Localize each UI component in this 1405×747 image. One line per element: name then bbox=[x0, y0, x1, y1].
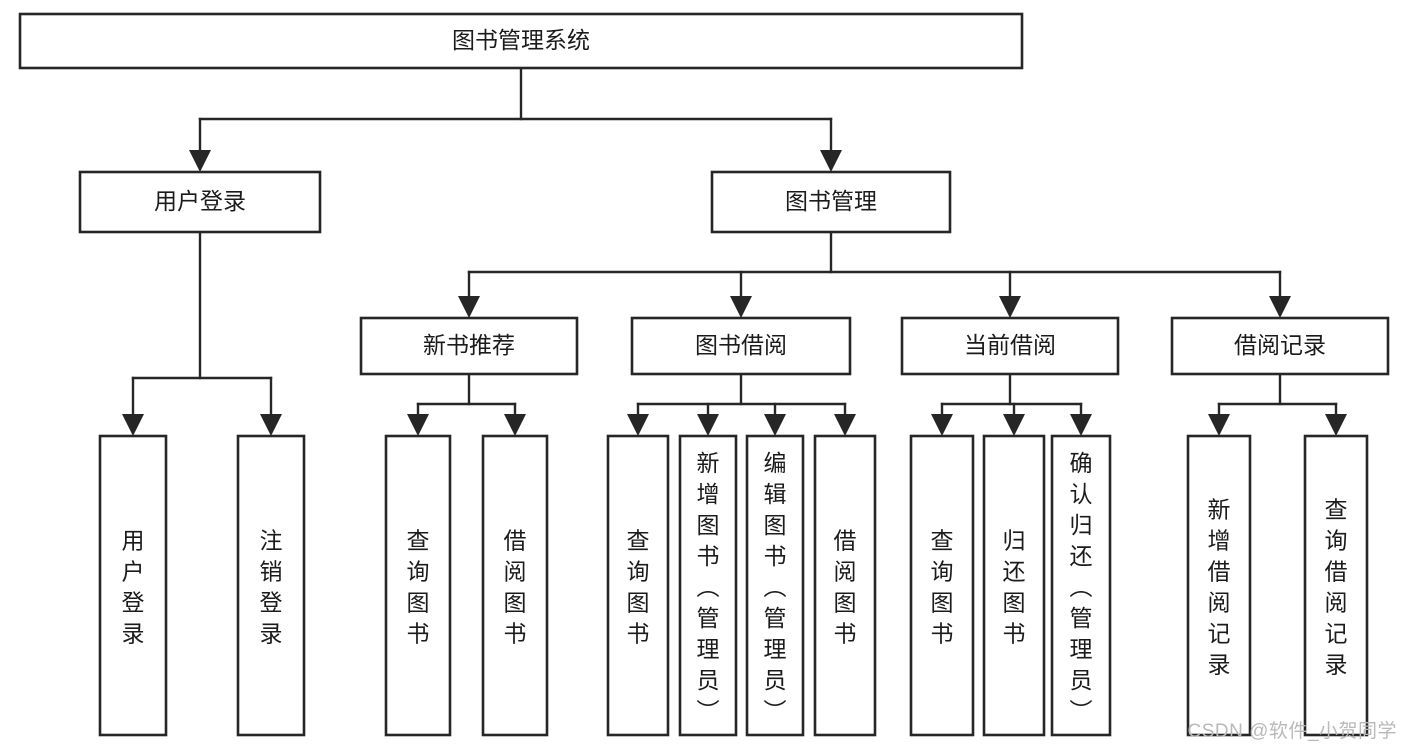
node-new-book-recommend-box bbox=[359, 316, 579, 376]
node-leaf-add-book-label: 新增图书︵管理员︶ bbox=[697, 450, 720, 724]
current-borrow-to-leaves-arrow-1 bbox=[1003, 414, 1025, 436]
node-leaf-borrow-book-b-label: 借阅图书 bbox=[834, 527, 857, 646]
node-user-login[interactable]: 用户登录 bbox=[78, 170, 322, 234]
node-leaf-edit-book-box bbox=[745, 434, 805, 737]
node-book-borrow[interactable]: 图书借阅 bbox=[630, 316, 852, 376]
node-new-book-recommend-label: 新书推荐 bbox=[423, 332, 515, 358]
node-book-borrow-label: 图书借阅 bbox=[695, 332, 787, 358]
root-to-level1-arrow-0 bbox=[189, 150, 211, 172]
book-manage-to-level2-arrow-2 bbox=[999, 296, 1021, 318]
node-leaf-confirm-return-label: 确认归还︵管理员︶ bbox=[1070, 450, 1093, 724]
node-leaf-add-book-box bbox=[678, 434, 738, 737]
node-new-book-recommend[interactable]: 新书推荐 bbox=[359, 316, 579, 376]
book-borrow-to-leaves-arrow-0 bbox=[627, 414, 649, 436]
connector-layer bbox=[122, 66, 1347, 436]
node-leaf-query-book-c-box bbox=[909, 434, 975, 737]
node-borrow-record-box bbox=[1170, 316, 1390, 376]
node-leaf-return-book-box bbox=[982, 434, 1046, 737]
node-leaf-query-borrow-record-box bbox=[1303, 434, 1369, 737]
node-borrow-record[interactable]: 借阅记录 bbox=[1170, 316, 1390, 376]
book-borrow-to-leaves-arrow-2 bbox=[764, 414, 786, 436]
node-leaf-user-logout-box bbox=[236, 434, 306, 737]
node-book-manage[interactable]: 图书管理 bbox=[710, 170, 952, 234]
new-book-recommend-to-leaves-arrow-0 bbox=[407, 414, 429, 436]
node-leaf-user-logout[interactable]: 注销登录 bbox=[236, 434, 306, 737]
node-leaf-query-borrow-record-label: 查询借阅记录 bbox=[1325, 496, 1348, 677]
node-leaf-query-book-b-box bbox=[606, 434, 670, 737]
node-book-borrow-box bbox=[630, 316, 852, 376]
node-leaf-confirm-return[interactable]: 确认归还︵管理员︶ bbox=[1050, 434, 1112, 737]
node-leaf-query-book-a-label: 查询图书 bbox=[407, 527, 430, 646]
node-leaf-user-login-label: 用户登录 bbox=[122, 527, 145, 646]
book-manage-to-level2-arrow-1 bbox=[730, 296, 752, 318]
node-root-图书管理系统[interactable]: 图书管理系统 bbox=[18, 12, 1024, 70]
node-user-login-label: 用户登录 bbox=[154, 188, 246, 214]
node-leaf-query-book-b-label: 查询图书 bbox=[627, 527, 650, 646]
node-root-图书管理系统-box bbox=[18, 12, 1024, 70]
book-borrow-to-leaves-arrow-1 bbox=[697, 414, 719, 436]
current-borrow-to-leaves-arrow-2 bbox=[1070, 414, 1092, 436]
node-leaf-confirm-return-box bbox=[1050, 434, 1112, 737]
node-leaf-user-logout-label: 注销登录 bbox=[260, 527, 283, 646]
borrow-record-to-leaves-arrow-0 bbox=[1208, 414, 1230, 436]
node-current-borrow-box bbox=[900, 316, 1120, 376]
node-leaf-edit-book-label: 编辑图书︵管理员︶ bbox=[764, 450, 787, 724]
node-leaf-borrow-book-a[interactable]: 借阅图书 bbox=[481, 434, 549, 737]
node-root-图书管理系统-label: 图书管理系统 bbox=[452, 27, 590, 53]
node-leaf-borrow-book-a-box bbox=[481, 434, 549, 737]
node-leaf-add-borrow-record-label: 新增借阅记录 bbox=[1208, 496, 1231, 677]
node-book-manage-label: 图书管理 bbox=[785, 188, 877, 214]
book-manage-to-level2-arrow-3 bbox=[1269, 296, 1291, 318]
node-user-login-box bbox=[78, 170, 322, 234]
node-leaf-query-book-a[interactable]: 查询图书 bbox=[384, 434, 452, 737]
node-leaf-borrow-book-a-label: 借阅图书 bbox=[504, 527, 527, 646]
node-leaf-add-book[interactable]: 新增图书︵管理员︶ bbox=[678, 434, 738, 737]
node-leaf-add-borrow-record-box bbox=[1186, 434, 1252, 737]
node-leaf-query-borrow-record[interactable]: 查询借阅记录 bbox=[1303, 434, 1369, 737]
user-login-to-leaves-arrow-1 bbox=[260, 414, 282, 436]
csdn-watermark: CSDN @软件_小贺同学 bbox=[1187, 721, 1397, 742]
node-leaf-user-login[interactable]: 用户登录 bbox=[98, 434, 168, 737]
node-leaf-query-book-a-box bbox=[384, 434, 452, 737]
node-leaf-query-book-b[interactable]: 查询图书 bbox=[606, 434, 670, 737]
node-leaf-query-book-c-label: 查询图书 bbox=[931, 527, 954, 646]
node-current-borrow-label: 当前借阅 bbox=[964, 332, 1056, 358]
new-book-recommend-to-leaves-arrow-1 bbox=[504, 414, 526, 436]
node-leaf-query-book-c[interactable]: 查询图书 bbox=[909, 434, 975, 737]
node-leaf-borrow-book-b-box bbox=[813, 434, 877, 737]
node-leaf-edit-book[interactable]: 编辑图书︵管理员︶ bbox=[745, 434, 805, 737]
node-book-manage-box bbox=[710, 170, 952, 234]
borrow-record-to-leaves-arrow-1 bbox=[1325, 414, 1347, 436]
node-layer: 图书管理系统用户登录图书管理新书推荐图书借阅当前借阅借阅记录用户登录注销登录查询… bbox=[18, 12, 1390, 737]
root-to-level1-arrow-1 bbox=[820, 150, 842, 172]
node-leaf-return-book[interactable]: 归还图书 bbox=[982, 434, 1046, 737]
node-leaf-add-borrow-record[interactable]: 新增借阅记录 bbox=[1186, 434, 1252, 737]
book-manage-to-level2-arrow-0 bbox=[458, 296, 480, 318]
node-leaf-borrow-book-b[interactable]: 借阅图书 bbox=[813, 434, 877, 737]
node-leaf-return-book-label: 归还图书 bbox=[1003, 527, 1026, 646]
book-borrow-to-leaves-arrow-3 bbox=[834, 414, 856, 436]
user-login-to-leaves-arrow-0 bbox=[122, 414, 144, 436]
node-current-borrow[interactable]: 当前借阅 bbox=[900, 316, 1120, 376]
node-borrow-record-label: 借阅记录 bbox=[1234, 332, 1326, 358]
node-leaf-user-login-box bbox=[98, 434, 168, 737]
current-borrow-to-leaves-arrow-0 bbox=[931, 414, 953, 436]
